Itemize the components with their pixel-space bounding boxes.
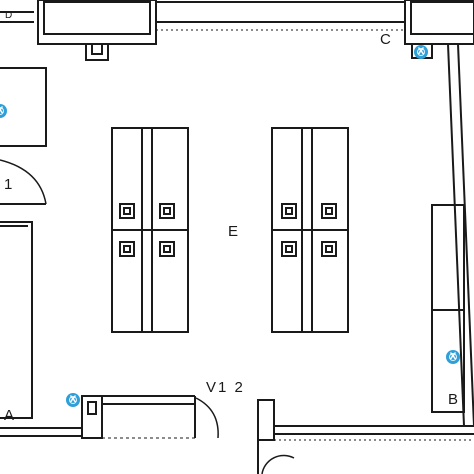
door-swing <box>195 397 219 439</box>
left-door-number: 1 <box>4 176 13 193</box>
marker-b-icon: X <box>446 350 460 364</box>
room-label: E <box>228 223 239 240</box>
right-wall <box>431 43 474 427</box>
corner-label-a: A <box>4 407 15 424</box>
marker-a-icon: X <box>66 393 80 407</box>
marker-c-icon: X <box>414 45 428 59</box>
corner-label-b: B <box>448 391 459 408</box>
desk-group-left <box>111 127 189 333</box>
corner-label-d: D <box>5 10 13 21</box>
corner-label-c: C <box>380 31 391 48</box>
bottom-wall <box>0 395 474 474</box>
left-furniture <box>0 67 47 419</box>
desk-group-right <box>271 127 349 333</box>
top-wall <box>0 0 474 45</box>
door-label: V1 2 <box>206 379 245 396</box>
marker-left-icon: X <box>0 104 7 118</box>
